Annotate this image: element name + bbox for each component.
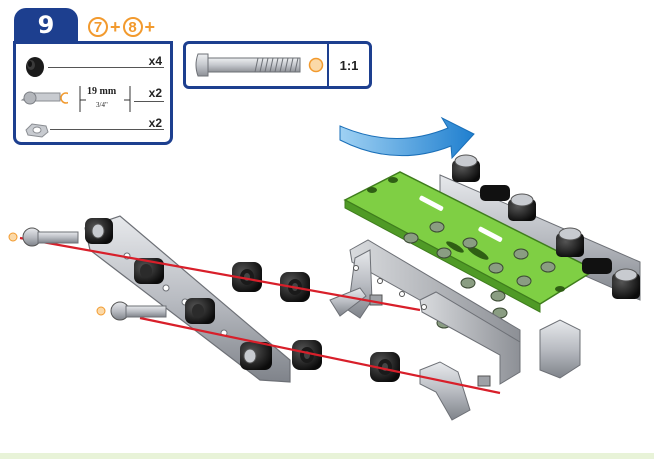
part-row-line [134, 101, 164, 102]
prerequisite-steps: 7 + 8 + [88, 14, 155, 40]
prerequisite-step-label: 8 [128, 18, 137, 36]
part-row-line [48, 67, 164, 68]
plate-bolt-heads [403, 221, 556, 329]
prerequisite-step-label: 7 [93, 18, 103, 36]
step-number-tab: 9 [14, 8, 78, 42]
prerequisite-step-badge: 8 [122, 17, 143, 37]
part-row-spacer: x4 [16, 54, 170, 80]
part-quantity: x2 [148, 116, 162, 130]
bolt-upper [8, 227, 79, 247]
loose-spacers [232, 262, 400, 382]
strip-spacers [85, 218, 272, 370]
parts-list: x4 19 mm 3/4" x2 x2 [13, 41, 173, 145]
bolt-lower [96, 301, 167, 321]
part-row-line [50, 129, 164, 130]
spacer-icon [26, 57, 44, 77]
right-angle-brackets [329, 239, 581, 421]
axle-guide-lines [19, 236, 501, 395]
rotate-arrow-icon [339, 116, 475, 160]
prerequisite-plus: + [144, 16, 156, 37]
scale-divider [327, 44, 329, 86]
bolt-icon [20, 91, 68, 105]
bolt-actual-size-icon [195, 53, 324, 77]
bolt-length-mm: 19 mm [87, 86, 117, 97]
nut-icon [25, 123, 49, 138]
part-row-nut: x2 [16, 116, 170, 142]
measurement-bracket-icon [79, 86, 131, 112]
actual-size-reference: 1:1 [183, 41, 372, 89]
part-row-bolt: 19 mm 3/4" x2 [16, 84, 170, 114]
part-quantity: x2 [148, 86, 162, 100]
prerequisite-plus: + [110, 16, 121, 37]
page-bottom-band [0, 453, 654, 459]
part-quantity: x4 [148, 54, 162, 68]
step-number: 9 [37, 11, 55, 39]
scale-label: 1:1 [339, 57, 359, 73]
prerequisite-step-badge: 7 [88, 17, 108, 37]
bolt-length-inch: 3/4" [96, 101, 108, 109]
rear-spacers [452, 154, 640, 299]
